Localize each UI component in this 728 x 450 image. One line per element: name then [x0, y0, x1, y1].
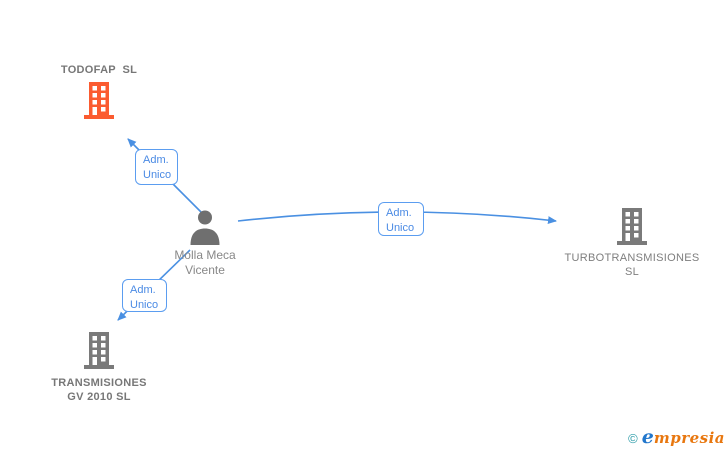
edge-label-line2: Unico [143, 169, 172, 181]
logo-text: mpresia [653, 429, 725, 447]
copyright-icon: © [628, 431, 638, 446]
company-name-line1: TURBOTRANSMISIONES [564, 252, 700, 264]
company-name-todofap: TODOFAP SL [60, 64, 138, 76]
person-name-line1: Molla Meca [174, 248, 236, 262]
person-icon [187, 209, 223, 245]
building-icon [79, 331, 119, 371]
edge-label-adm-unico-turbotransmisiones: Adm. Unico [378, 202, 424, 236]
node-turbotransmisiones[interactable]: TURBOTRANSMISIONES SL [552, 207, 712, 279]
node-person-molla-meca-vicente[interactable]: Molla Meca Vicente [143, 209, 267, 278]
company-name-transmisiones: TRANSMISIONES GV 2010 SL [51, 376, 147, 404]
company-name-line2: GV 2010 SL [67, 391, 131, 403]
person-name-line2: Vicente [185, 263, 225, 277]
building-icon [79, 81, 119, 121]
company-name-turbotransmisiones: TURBOTRANSMISIONES SL [565, 251, 700, 279]
edge-label-adm-unico-todofap: Adm. Unico [135, 149, 178, 185]
edge-label-line1: Adm. [143, 154, 169, 166]
node-transmisiones-gv-2010[interactable]: TRANSMISIONES GV 2010 SL [39, 331, 159, 404]
company-name-line1: TRANSMISIONES [51, 377, 147, 389]
edge-label-line2: Unico [130, 299, 159, 311]
edge-label-line1: Adm. [130, 284, 156, 296]
building-icon [612, 207, 652, 247]
node-todofap[interactable]: TODOFAP SL [39, 63, 159, 121]
edge-label-line1: Adm. [386, 207, 412, 219]
person-name: Molla Meca Vicente [174, 248, 235, 278]
logo-letter-e: e [641, 426, 654, 448]
company-name-line2: SL [624, 266, 640, 278]
edge-label-adm-unico-transmisiones: Adm. Unico [122, 279, 167, 312]
edge-label-line2: Unico [386, 222, 415, 234]
